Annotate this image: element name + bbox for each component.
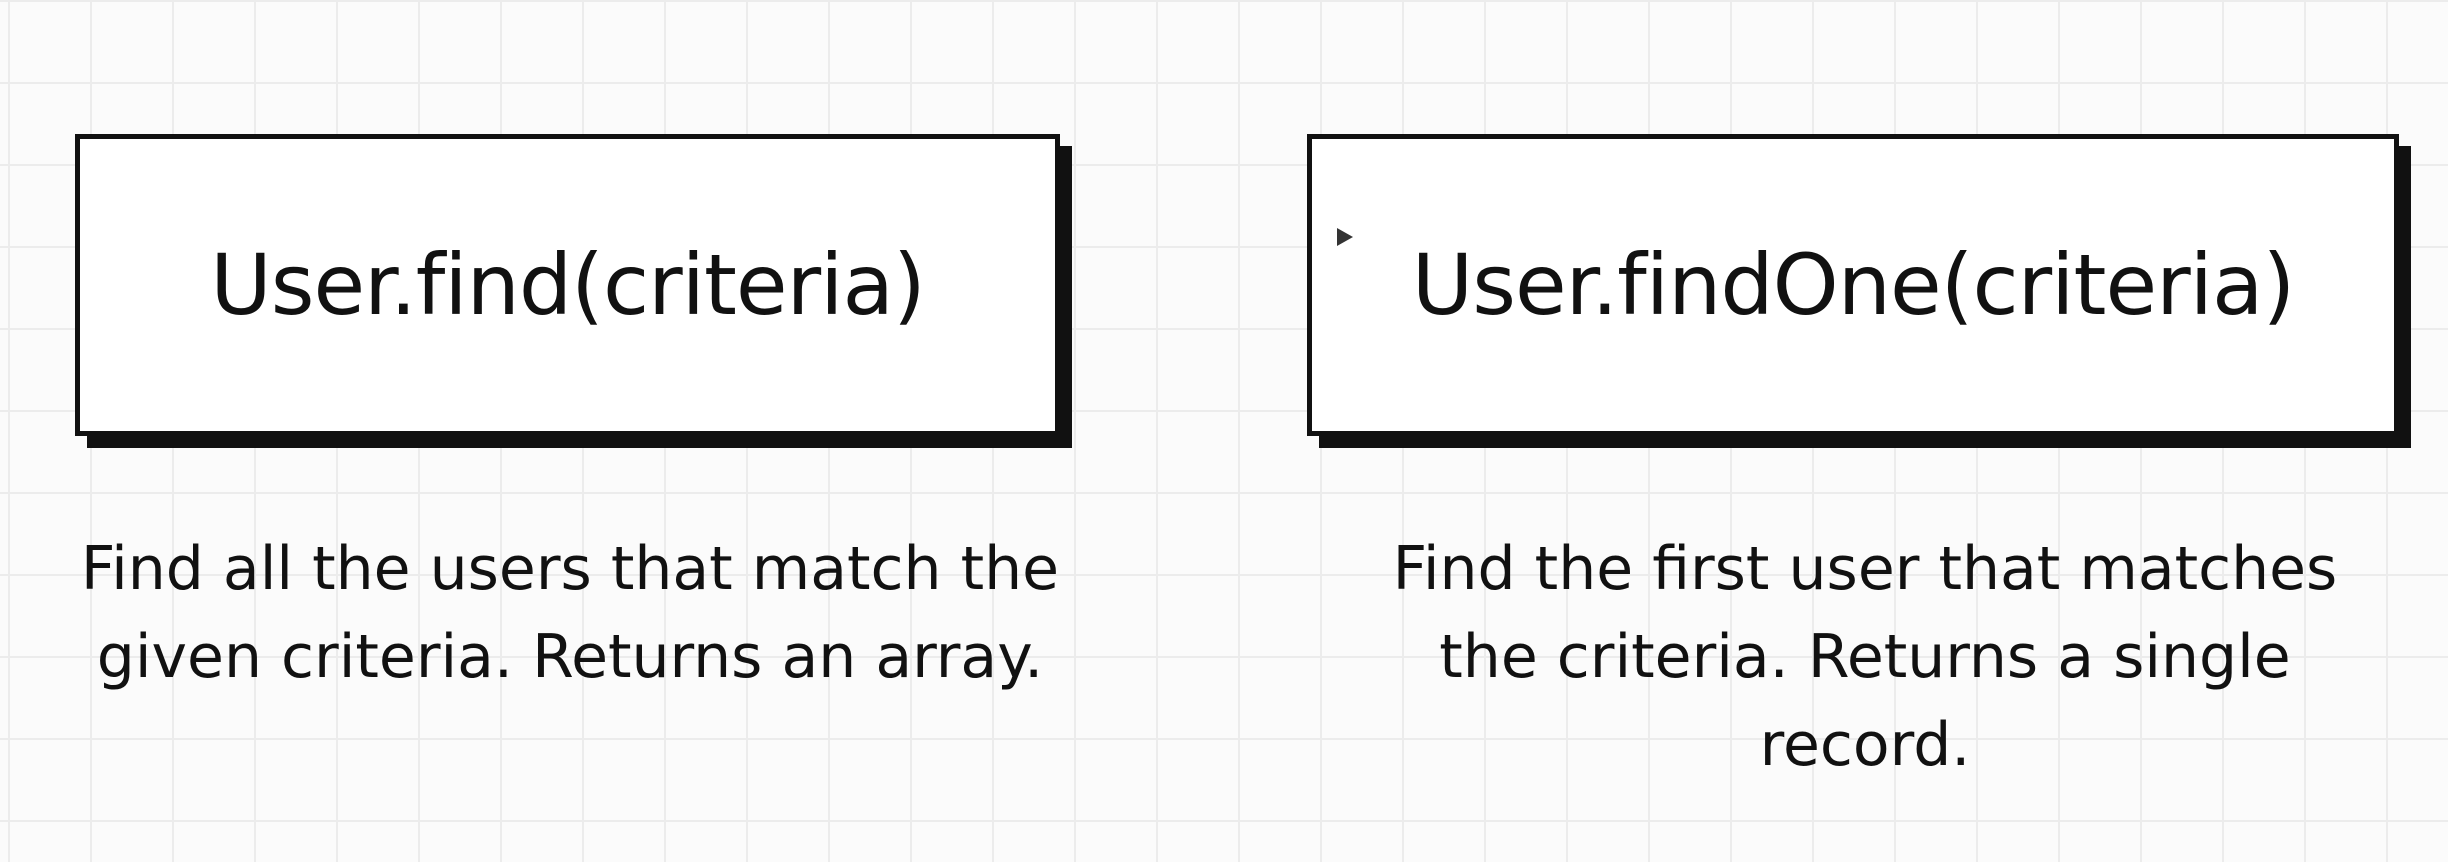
findone-method-description: Find the first user that matches the cri… — [1300, 525, 2430, 789]
findone-method-box: User.findOne(criteria) — [1307, 134, 2399, 436]
mouse-pointer-icon — [1337, 228, 1353, 246]
find-method-box: User.find(criteria) — [75, 134, 1060, 436]
findone-description-line-2: the criteria. Returns a single — [1439, 622, 2291, 692]
find-description-line-1: Find all the users that match the — [80, 534, 1060, 604]
findone-description-line-1: Find the first user that matches — [1392, 534, 2338, 604]
find-method-label: User.find(criteria) — [210, 236, 925, 334]
find-description-line-2: given criteria. Returns an array. — [96, 622, 1044, 692]
findone-method-label: User.findOne(criteria) — [1411, 236, 2296, 334]
find-method-description: Find all the users that match the given … — [20, 525, 1120, 701]
findone-description-line-3: record. — [1759, 710, 1971, 780]
